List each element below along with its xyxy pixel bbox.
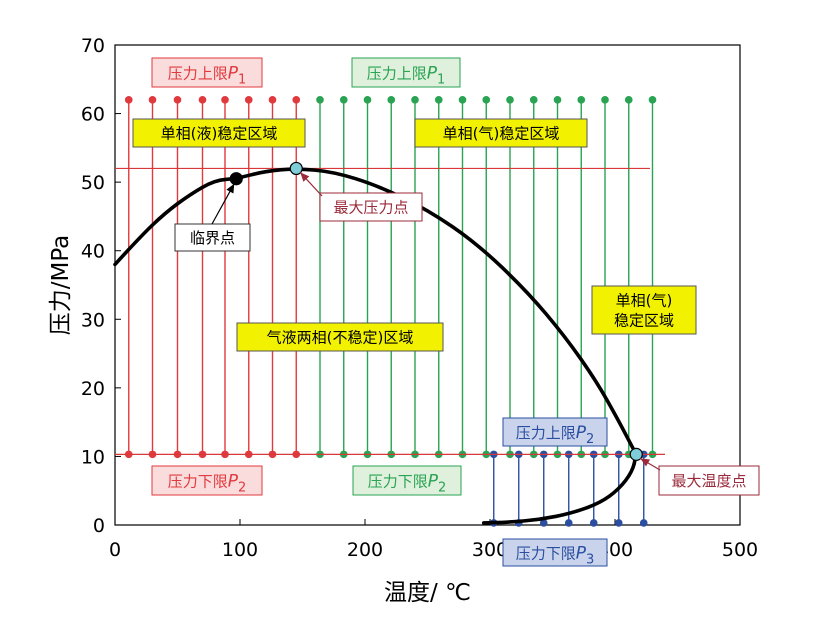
red-pressure-dot-top (292, 96, 301, 104)
lower-limit-p3-blue-box (502, 538, 608, 567)
upper-limit-p2-blue-box (502, 417, 608, 447)
green-pressure-dot-top (529, 96, 538, 104)
region-gas-right-label-text: 单相(气) (616, 291, 673, 309)
lower-limit-p2-red-box (151, 465, 263, 496)
green-pressure-dot-top (577, 96, 586, 104)
plot-frame (114, 44, 741, 526)
red-pressure-dot-top (173, 96, 182, 104)
region-gas-top-label-text: 单相(气)稳定区域 (443, 124, 560, 142)
upper-limit-p1-red-box (151, 57, 263, 88)
region-two-phase-label-text: 气液两相(不稳定)区域 (267, 328, 414, 346)
max-pressure-arrow-head (300, 172, 310, 182)
red-pressure-dot-top (148, 96, 157, 104)
green-pressure-dot-top (553, 96, 562, 104)
red-pressure-dot-top (198, 96, 207, 104)
x-tick-label: 300 (472, 539, 508, 561)
green-pressure-dot-top (339, 96, 348, 104)
max-pressure-callout-box (319, 192, 423, 222)
phase-envelope-curve (113, 167, 637, 525)
lower-limit-p2-green-text: 压力下限P2 (368, 472, 447, 496)
critical-point-callout-text: 临界点 (190, 229, 235, 247)
lower-limit-p3-blue-text: 压力下限P3 (516, 544, 595, 568)
blue-pressure-dot-bottom (614, 519, 623, 527)
max-temperature-callout-text: 最大温度点 (671, 472, 746, 490)
region-liquid-label-text: 单相(液)稳定区域 (161, 124, 278, 142)
max-pressure-callout-text: 最大压力点 (333, 198, 408, 216)
max-pressure-point-marker (289, 161, 303, 176)
y-tick-label: 60 (81, 104, 105, 126)
x-tick-label: 500 (722, 539, 758, 561)
critical-point-marker (229, 172, 243, 186)
green-pressure-dot-top (363, 96, 372, 104)
upper-limit-p1-green-text: 压力上限P1 (367, 64, 446, 88)
blue-pressure-dot-bottom (589, 519, 598, 527)
critical-point-arrow-head (226, 183, 235, 194)
lower-limit-p2-green-box (352, 465, 462, 496)
blue-pressure-dot-bottom (639, 519, 648, 527)
max-temperature-callout-box (658, 465, 760, 496)
red-pressure-dot-top (268, 96, 277, 104)
lower-limit-p2-red-text: 压力下限P2 (168, 472, 247, 496)
y-tick-label: 0 (93, 515, 105, 537)
upper-limit-p1-green-box (351, 57, 461, 88)
upper-limit-p2-blue-text: 压力上限P2 (516, 423, 595, 447)
y-tick-label: 50 (81, 172, 105, 194)
x-tick-label: 0 (109, 539, 121, 561)
y-tick-label: 10 (81, 446, 105, 468)
max-temperature-arrow-head (640, 458, 651, 467)
green-pressure-dot-top (648, 96, 657, 104)
region-two-phase-label-box (236, 322, 444, 352)
x-tick-label: 100 (222, 539, 258, 561)
x-tick-label: 200 (347, 539, 383, 561)
red-pressure-dot-top (221, 96, 229, 104)
max-temperature-point-marker (629, 447, 643, 461)
green-pressure-dot-top (434, 96, 443, 104)
green-pressure-dot-top (624, 96, 633, 104)
red-pressure-dot-top (124, 96, 133, 104)
green-pressure-dot-top (506, 96, 514, 104)
green-pressure-dot-top (316, 96, 324, 104)
y-tick-label: 70 (81, 35, 105, 57)
green-pressure-dot-top (601, 96, 609, 104)
blue-pressure-dot-bottom (539, 519, 548, 527)
green-pressure-dot-top (482, 96, 491, 104)
critical-point-callout-box (174, 223, 251, 252)
y-tick-label: 30 (81, 309, 105, 331)
green-pressure-dot-top (458, 96, 467, 104)
green-pressure-dot-top (411, 96, 419, 104)
green-pressure-dot-top (387, 96, 396, 104)
y-tick-label: 40 (81, 241, 105, 263)
x-axis-label: 温度/ ℃ (384, 580, 471, 606)
y-tick-label: 20 (81, 378, 105, 400)
y-axis-label: 压力/MPa (48, 235, 74, 336)
region-gas-right-label-box (591, 285, 697, 335)
region-liquid-label-box (132, 118, 306, 148)
blue-pressure-dot-bottom (564, 519, 573, 527)
region-gas-top-label-box (414, 118, 588, 148)
red-pressure-dot-top (244, 96, 253, 104)
upper-limit-p1-red-text: 压力上限P1 (168, 64, 247, 88)
region-gas-right-label-text: 稳定区域 (614, 311, 674, 329)
